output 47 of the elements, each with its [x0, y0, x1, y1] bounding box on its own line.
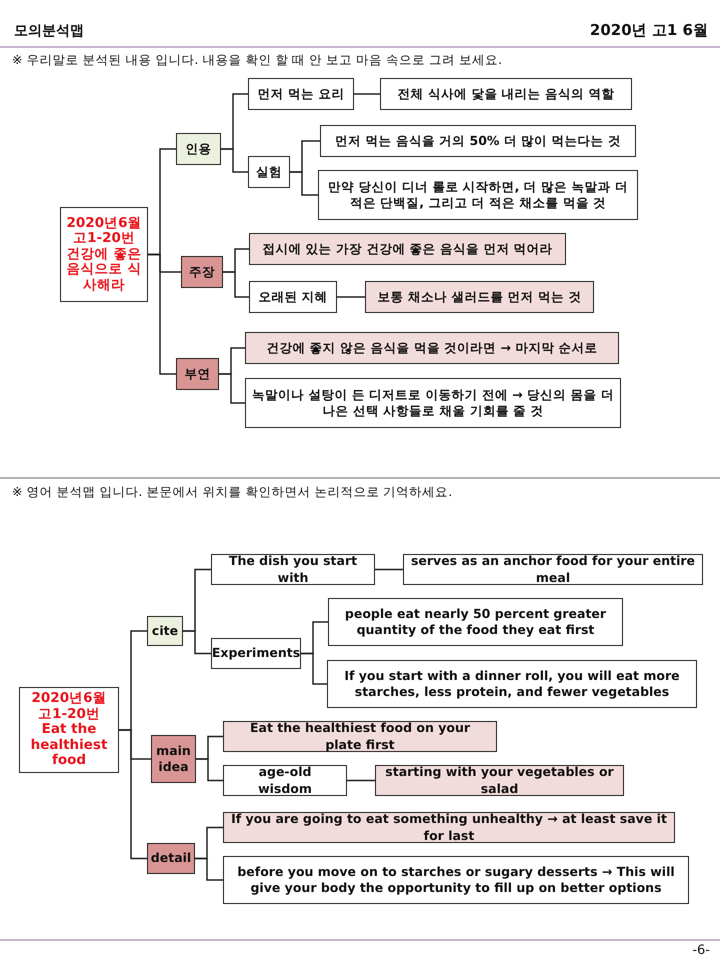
- connector-line: [219, 373, 245, 404]
- connector-line: [290, 171, 318, 196]
- content-box: Experiments: [211, 638, 301, 669]
- content-box: 전체 식사에 닻을 내리는 음식의 역할: [380, 78, 632, 110]
- category-box: main idea: [151, 735, 196, 783]
- content-box: If you are going to eat something unhealthy → at least save it for last: [223, 812, 675, 843]
- instruction-note: ※ 영어 분석맵 입니다. 본문에서 위치를 확인하면서 논리적으로 기억하세요.: [12, 484, 452, 501]
- content-box: 접시에 있는 가장 건강에 좋은 음식을 먼저 먹어라: [249, 233, 566, 265]
- content-box: Eat the healthiest food on your plate first: [223, 721, 497, 752]
- connector-line: [148, 254, 176, 375]
- content-box: 먼저 먹는 음식을 거의 50% 더 많이 먹는다는 것: [320, 125, 636, 157]
- content-box: age-old wisdom: [223, 765, 347, 796]
- connector-line: [196, 758, 223, 782]
- content-box: 오래된 지혜: [249, 281, 337, 313]
- connector-line: [347, 780, 375, 782]
- page-title: 모의분석맵: [14, 22, 84, 40]
- connector-line: [223, 271, 249, 298]
- connector-line: [337, 296, 365, 298]
- content-box: 보통 채소나 샐러드를 먼저 먹는 것: [365, 281, 594, 313]
- content-box: before you move on to starches or sugary desserts → This will give your body the opportunity to fill up on better options: [223, 856, 689, 904]
- content-box: serves as an anchor food for your entire meal: [403, 554, 703, 585]
- category-box: cite: [147, 616, 183, 646]
- category-box: 부연: [176, 358, 219, 390]
- content-box: The dish you start with: [211, 554, 375, 585]
- category-box: 인용: [176, 133, 221, 165]
- content-box: 녹말이나 설탕이 든 디저트로 이동하기 전에 → 당신의 몸을 더 나은 선택 사항들로 채울 기회를 줄 것: [245, 378, 621, 428]
- content-box: starting with your vegetables or salad: [375, 765, 624, 796]
- instruction-note: ※ 우리말로 분석된 내용 입니다. 내용을 확인 할 때 안 보고 마음 속으로 그려 보세요.: [12, 52, 502, 69]
- topic-box: 2020년6월 고1-20번 Eat the healthiest food: [19, 687, 119, 773]
- connector-line: [301, 652, 327, 685]
- connector-line: [221, 148, 248, 173]
- content-box: 먼저 먹는 요리: [248, 78, 354, 110]
- content-box: people eat nearly 50 percent greater quantity of the food they eat first: [328, 598, 623, 646]
- topic-box: 2020년6월 고1-20번 건강에 좋은 음식으로 식사해라: [60, 207, 148, 302]
- date-label: 2020년 고1 6월: [590, 21, 708, 40]
- connector-line: [195, 858, 223, 881]
- category-box: detail: [147, 843, 195, 874]
- connector-line: [183, 630, 211, 654]
- content-box: 만약 당신이 디너 롤로 시작하면, 더 많은 녹말과 더 적은 단백질, 그리고 더 적은 채소를 먹을 것: [318, 170, 638, 220]
- category-box: 주장: [181, 256, 223, 288]
- content-box: 실험: [248, 156, 290, 188]
- page-number: -6-: [692, 943, 710, 958]
- content-box: 건강에 좋지 않은 음식을 먹을 것이라면 → 마지막 순서로: [245, 332, 619, 364]
- content-box: If you start with a dinner roll, you will eat more starches, less protein, and fewer vegetables: [327, 660, 697, 708]
- connector-line: [354, 93, 380, 95]
- connector-line: [119, 729, 147, 860]
- connector-line: [375, 568, 403, 570]
